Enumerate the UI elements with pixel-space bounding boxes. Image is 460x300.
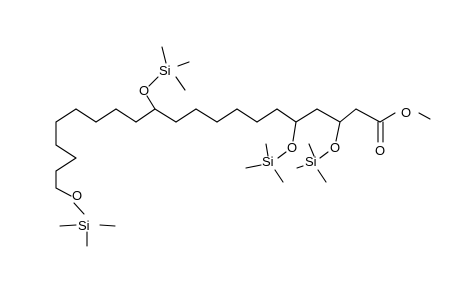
atom-si-c12: Si bbox=[159, 63, 171, 78]
bond-si-me-right-up bbox=[177, 61, 190, 67]
bond-si-me-left-c3 bbox=[296, 165, 304, 169]
bond-c3-o bbox=[335, 121, 341, 142]
bond-methyl-o bbox=[418, 112, 431, 120]
atom-o-c12: O bbox=[139, 83, 149, 98]
bond-c9-c10 bbox=[195, 108, 218, 123]
bond-c4-c5 bbox=[295, 108, 318, 123]
bond-c3-c4 bbox=[316, 108, 341, 123]
bond-si-me-up bbox=[161, 46, 167, 64]
atom-si-terminal: Si bbox=[78, 218, 90, 233]
bond-o-si-c5 bbox=[277, 151, 287, 159]
bond-si-me-down-c3 bbox=[317, 169, 327, 183]
bond-si-me-up-c3 bbox=[308, 143, 315, 157]
bond-si-me-right bbox=[99, 224, 116, 227]
atom-o-terminal: O bbox=[72, 188, 82, 203]
bond-c21-o bbox=[55, 187, 72, 197]
atom-o-c5: O bbox=[287, 140, 297, 155]
bond-c15-c16 bbox=[75, 108, 97, 123]
bond-c6-c7 bbox=[256, 108, 278, 123]
bond-o-si-c12 bbox=[148, 76, 159, 87]
bond-c14-c15 bbox=[95, 108, 117, 123]
bond-c18-c19 bbox=[55, 144, 77, 159]
bond-c12-o bbox=[146, 95, 156, 110]
bond-o-si-terminal bbox=[73, 202, 85, 215]
bond-c11-c12 bbox=[154, 108, 177, 123]
bond-si-me-down-c5 bbox=[274, 169, 284, 183]
atom-si-c3: Si bbox=[305, 154, 317, 169]
bond-skeleton bbox=[55, 46, 431, 247]
bond-c19-c20 bbox=[55, 157, 77, 172]
atom-o-ester-carbonyl: O bbox=[375, 143, 385, 158]
bond-c12-c13 bbox=[135, 108, 156, 123]
bond-c7-c8 bbox=[236, 108, 258, 123]
bond-c10-c11 bbox=[175, 108, 197, 123]
bond-c16-c17 bbox=[55, 108, 77, 123]
atom-o-ester-methoxy: O bbox=[401, 105, 411, 120]
bond-c13-c14 bbox=[115, 108, 137, 123]
bond-c2-c3 bbox=[339, 108, 357, 123]
atom-labels: O O O Si O Si O Si O Si bbox=[72, 63, 411, 233]
atom-o-c3: O bbox=[330, 140, 340, 155]
bond-c1-c2 bbox=[355, 108, 381, 123]
bond-c5-c6 bbox=[276, 108, 297, 123]
bond-o-si-c3 bbox=[319, 151, 329, 159]
atom-si-c5: Si bbox=[262, 154, 274, 169]
bond-si-me-left bbox=[59, 224, 77, 227]
bond-si-me-up-c5 bbox=[265, 143, 269, 157]
bond-o-c1 bbox=[379, 112, 396, 123]
bond-si-me-right-down bbox=[175, 76, 186, 91]
bond-si-me-left-c5 bbox=[245, 164, 262, 169]
bond-c5-o bbox=[292, 121, 297, 142]
bond-c8-c9 bbox=[216, 108, 238, 123]
